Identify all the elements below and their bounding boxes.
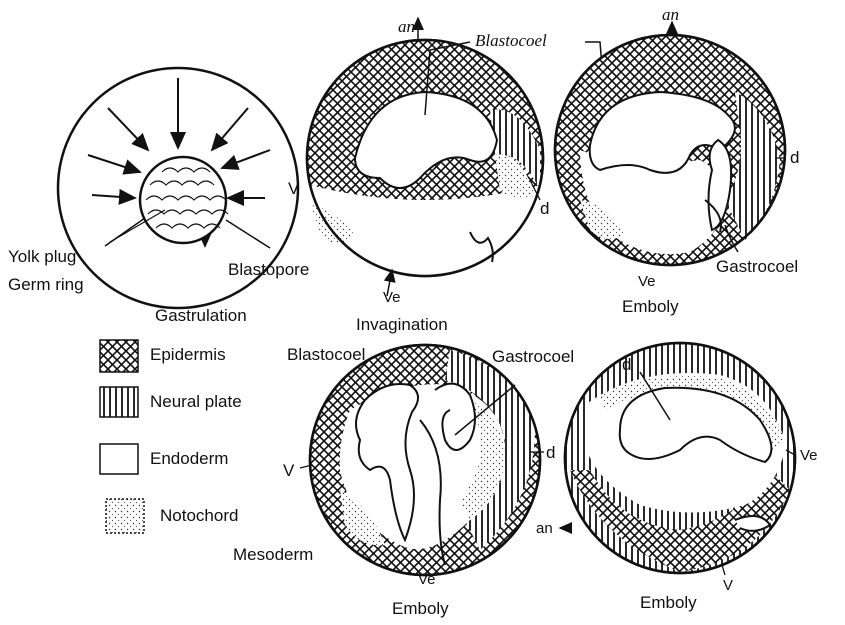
legend-label-notochord: Notochord (160, 506, 238, 525)
yolk-plug (140, 157, 226, 243)
legend-label-neural-plate: Neural plate (150, 392, 242, 411)
caption-emboly3: Emboly (640, 593, 697, 612)
caption-gastrulation: Gastrulation (155, 306, 247, 325)
caption-emboly2: Emboly (392, 599, 449, 618)
caption-invagination: Invagination (356, 315, 448, 334)
label-v-emboly3: V (723, 577, 733, 594)
label-ve-emboly1: Ve (638, 273, 656, 290)
label-an-invagination: an (398, 17, 415, 36)
label-germ-ring: Germ ring (8, 275, 84, 294)
legend-item-epidermis: Epidermis Blastocoel (100, 340, 365, 372)
label-ve-emboly2: Ve (418, 571, 436, 588)
label-an-emboly1: an (662, 5, 679, 24)
label-blastopore: Blastopore (228, 260, 309, 279)
label-blastocoel: Blastocoel (475, 31, 547, 50)
label-mesoderm: Mesoderm (233, 545, 313, 564)
emboly-3-panel: d Ve an V Emboly (536, 343, 818, 612)
label-an-emboly3: an (536, 520, 553, 537)
legend-item-endoderm: Endoderm (100, 444, 228, 474)
emboly-1-panel: an d Ve Gastrocoel Emboly (555, 5, 799, 316)
legend-item-neural-plate: Neural plate (100, 387, 242, 417)
label-d-invagination: d (540, 199, 549, 218)
label-gastrocoel-emboly2: Gastrocoel (492, 347, 574, 366)
label-gastrocoel-emboly1: Gastrocoel (716, 257, 798, 276)
emboly-2-panel: Gastrocoel d V Ve Mesoderm Emboly (233, 345, 574, 618)
label-d-emboly3: d (622, 355, 631, 374)
surface-view-panel: V Yolk plug Germ ring Blastopore Gastrul… (8, 68, 309, 325)
legend-item-notochord: Notochord (106, 499, 238, 533)
label-yolk-plug: Yolk plug (8, 247, 76, 266)
label-v-surface: V (288, 179, 300, 198)
label-ve-invagination: Ve (383, 289, 401, 306)
legend-label-epidermis: Epidermis (150, 345, 226, 364)
legend-label-endoderm: Endoderm (150, 449, 228, 468)
caption-emboly1: Emboly (622, 297, 679, 316)
label-d-emboly1: d (790, 148, 799, 167)
label-v-emboly2: V (283, 461, 295, 480)
legend-extra-blastocoel: Blastocoel (287, 345, 365, 364)
label-d-emboly2: d (546, 443, 555, 462)
label-ve-emboly3: Ve (800, 447, 818, 464)
